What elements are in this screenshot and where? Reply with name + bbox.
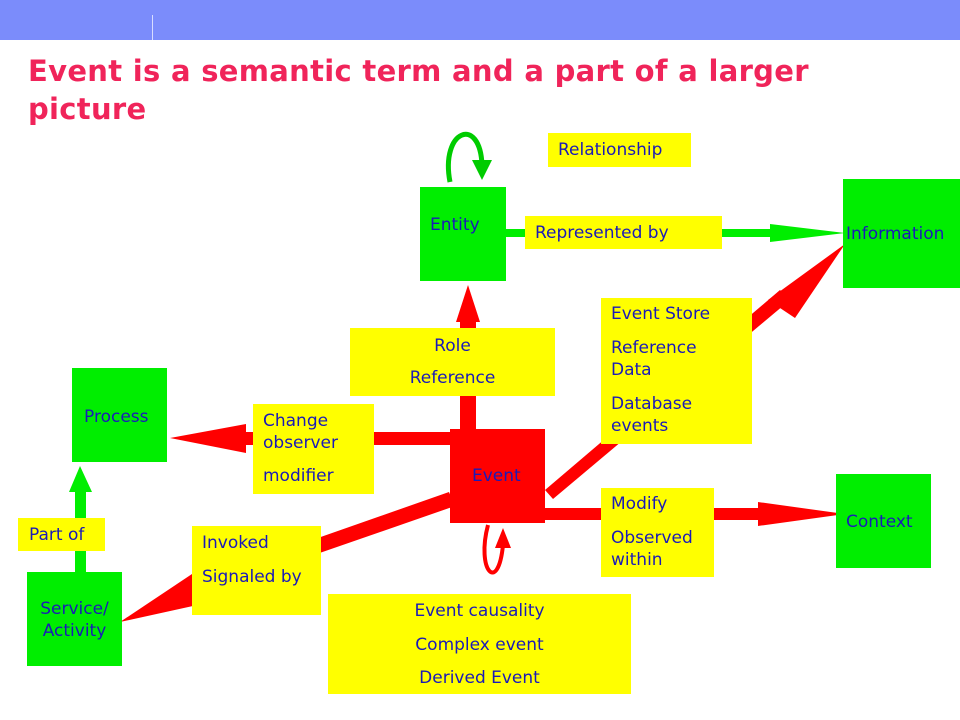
role-reference-label-box: Role Reference (350, 328, 555, 396)
change-observer-label: Change observer (263, 411, 339, 453)
modify-label-box: Modify Observed within (601, 488, 714, 577)
reference-data-label: Reference Data (611, 338, 697, 380)
entity-label: Entity (430, 215, 480, 235)
derived-event-label: Derived Event (419, 668, 540, 688)
arrow-event-self-loop (482, 524, 511, 575)
relationship-label: Relationship (558, 140, 663, 160)
part-of-label: Part of (29, 525, 85, 545)
service-activity-node: Service/ Activity (27, 572, 122, 666)
event-store-label: Event Store (611, 304, 711, 324)
represented-by-label-box: Represented by (525, 216, 722, 249)
signaled-by-label: Signaled by (202, 567, 302, 587)
complex-event-label: Complex event (415, 635, 544, 655)
header-bar (0, 0, 960, 40)
represented-by-label: Represented by (535, 223, 669, 243)
event-causality-label: Event causality (414, 601, 545, 621)
event-label: Event (472, 466, 521, 486)
information-label: Information (846, 224, 945, 244)
invoked-label-box: Invoked Signaled by (192, 526, 321, 615)
event-node: Event (450, 429, 545, 523)
process-node: Process (72, 368, 167, 462)
role-label: Role (434, 336, 471, 356)
slide-title: Event is a semantic term and a part of a… (28, 54, 809, 126)
service-activity-label: Service/ Activity (40, 599, 109, 641)
information-node: Information (843, 179, 960, 288)
context-label: Context (846, 512, 913, 532)
change-observer-label-box: Change observer modifier (253, 404, 374, 494)
modifier-label: modifier (263, 466, 334, 486)
invoked-label: Invoked (202, 533, 269, 553)
relationship-label-box: Relationship (548, 133, 691, 167)
event-causality-label-box: Event causality Complex event Derived Ev… (328, 594, 631, 694)
event-store-label-box: Event Store Reference Data Database even… (601, 298, 752, 444)
part-of-label-box: Part of (18, 518, 105, 551)
reference-label: Reference (409, 368, 496, 388)
process-label: Process (84, 407, 149, 427)
modify-label: Modify (611, 494, 668, 514)
database-events-label: Database events (611, 394, 693, 436)
arrow-entity-self-loop (446, 132, 492, 183)
entity-node: Entity (420, 187, 506, 281)
observed-within-label: Observed within (611, 528, 693, 570)
context-node: Context (836, 474, 931, 568)
header-divider (152, 15, 153, 40)
